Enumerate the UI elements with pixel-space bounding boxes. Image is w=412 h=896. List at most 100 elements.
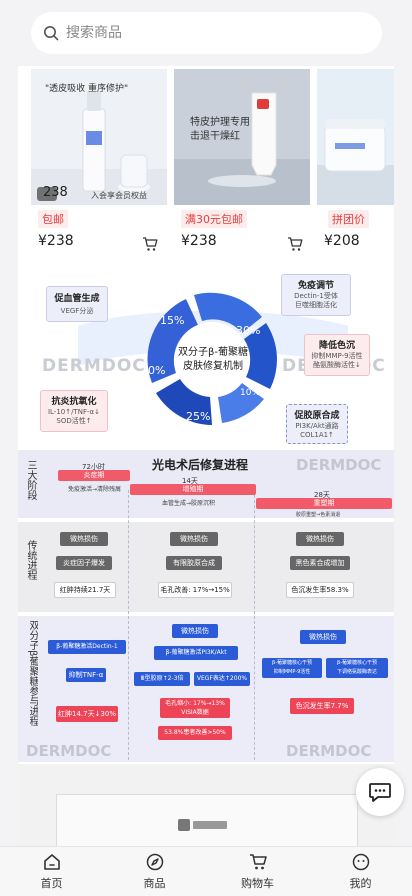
search-bar[interactable]: [31, 12, 382, 54]
box-text: PI3K/Akt通路 COL1A1↑: [295, 422, 339, 439]
product-row: "透皮吸收 重序修护" 238 入会享会员权益 包邮 ¥238 特皮护理专用 击…: [18, 66, 394, 266]
box-text: Dectin-1受体 巨噬细胞活化: [294, 292, 338, 309]
box-text: VEGF分泌: [60, 307, 94, 315]
bg-result: 红肿14.7天↓30%: [56, 706, 118, 722]
mechanism-box-antiinflammatory: 抗炎抗氧化 IL-10↑/TNF-α↓ SOD活性↑: [40, 390, 108, 432]
arc-label: 20%: [141, 364, 166, 377]
product-image[interactable]: 特皮护理专用 击退干燥红: [174, 69, 310, 205]
search-icon: [44, 26, 59, 41]
stage-bar: 炎症期: [58, 470, 130, 481]
image-caption: "透皮吸收 重序修护": [45, 84, 129, 94]
stage-desc: 免疫激活→清除残屑: [68, 486, 122, 493]
chat-bubble-icon: [369, 783, 391, 802]
watermark: DERMDOC: [296, 456, 382, 474]
process-diagram: 光电术后修复进程 DERMDOC 三大阶段 传统进程 双分子β葡聚糖参与进程 7…: [18, 450, 394, 762]
stage-name: 炎症期: [83, 471, 105, 479]
mechanism-box-pigment: 降低色沉 抑制MMP-9活性 酪氨酸酶活性↓: [304, 334, 370, 376]
watermark: DERMDOC: [286, 742, 372, 760]
stage-time: 28天: [314, 491, 330, 499]
watermark: DERMDOC: [42, 356, 146, 376]
brand-logo-icon: [178, 819, 227, 831]
stage-name: 重塑期: [313, 499, 335, 507]
box-title: 促血管生成: [54, 294, 100, 304]
product-box-image: [56, 794, 358, 846]
arc-label: 15%: [160, 314, 185, 327]
divider: [128, 490, 129, 760]
main-content: "透皮吸收 重序修护" 238 入会享会员权益 包邮 ¥238 特皮护理专用 击…: [18, 66, 394, 846]
bg-result: 53.8%患者改善>50%: [158, 726, 232, 740]
image-price: 238: [43, 185, 68, 200]
tab-label: 购物车: [241, 877, 274, 890]
search-input[interactable]: [66, 25, 346, 41]
cart-icon: [249, 854, 267, 870]
promo-tag: 拼团价: [328, 210, 369, 228]
trad-node: 有限胶原合成: [166, 556, 222, 570]
row-label: 三大阶段: [25, 460, 36, 500]
product-price: ¥208: [324, 233, 360, 249]
promo-tag: 包邮: [38, 210, 68, 228]
promo-tag: 满30元包邮: [181, 210, 247, 228]
trad-result: 色沉发生率58.3%: [286, 582, 354, 598]
add-to-cart-icon[interactable]: [287, 236, 303, 252]
box-text: 抑制MMP-9活性 酪氨酸酶活性↓: [311, 352, 363, 369]
bottom-tab-bar: 首页 商品 购物车 我的: [0, 846, 412, 896]
stage-bar: 增殖期: [130, 484, 256, 495]
product-price: ¥238: [181, 233, 217, 249]
stage-time: 14天: [182, 477, 198, 485]
trad-node: 微热损伤: [170, 532, 218, 546]
stage-name: 增殖期: [182, 485, 204, 493]
product-image[interactable]: "透皮吸收 重序修护" 238 入会享会员权益: [31, 69, 167, 205]
mechanism-box-angiogenesis: 促血管生成 VEGF分泌: [46, 286, 108, 322]
bg-node: Ⅲ型胶原↑2-3倍: [134, 672, 190, 686]
arc-label: 10%: [240, 388, 261, 398]
add-to-cart-icon[interactable]: [142, 236, 158, 252]
bg-node: β-葡聚糖核心干预 下调络氨酸酶表达: [326, 658, 388, 678]
box-text: IL-10↑/TNF-α↓ SOD活性↑: [47, 408, 101, 425]
box-title: 免疫调节: [297, 281, 334, 291]
bg-node: β-葡聚糖激活PI3K/Akt: [154, 646, 238, 660]
arc-label: 25%: [186, 410, 211, 423]
trad-node: 微热损伤: [296, 532, 344, 546]
tab-me[interactable]: 我的: [309, 847, 412, 896]
tab-home[interactable]: 首页: [0, 847, 103, 896]
trad-result: 红肿持续21.7天: [54, 582, 116, 598]
trad-node: 炎症因子爆发: [56, 556, 112, 570]
stage-time: 72小时: [82, 463, 105, 471]
image-member-text: 入会享会员权益: [91, 191, 147, 200]
bg-node: 抑制TNF-α: [66, 668, 106, 682]
arc-label: 30%: [236, 324, 261, 337]
compass-icon: [146, 853, 163, 871]
customer-service-button[interactable]: [356, 768, 404, 816]
box-title: 降低色沉: [318, 341, 355, 351]
bg-result: 色沉发生率7.7%: [290, 698, 354, 714]
tab-label: 我的: [349, 877, 372, 890]
stage-bar: 重塑期: [256, 498, 392, 509]
mechanism-box-immune: 免疫调节 Dectin-1受体 巨噬细胞活化: [281, 274, 351, 316]
trad-node: 微热损伤: [60, 532, 108, 546]
tab-label: 商品: [143, 877, 166, 890]
bg-node: 微热损伤: [172, 624, 218, 638]
bg-node: 微热损伤: [300, 630, 346, 644]
bg-node: β-葡聚糖核心干预 抑制MMP-9活性: [262, 658, 322, 678]
box-title: 抗炎抗氧化: [51, 397, 97, 407]
tab-label: 首页: [40, 877, 63, 890]
profile-icon: [352, 853, 369, 871]
bg-node: VEGF表达↑200%: [194, 672, 250, 686]
trad-node: 黑色素合成增加: [290, 556, 350, 570]
row-label: 双分子β葡聚糖参与进程: [27, 620, 38, 727]
stage-desc: 血管生成→胶原沉积: [162, 500, 216, 507]
mechanism-center-title: 双分子β-葡聚糖 皮肤修复机制: [178, 347, 248, 372]
bg-node: β-葡聚糖激活Dectin-1: [48, 640, 126, 654]
divider: [254, 490, 255, 760]
row-label: 传统进程: [25, 540, 36, 580]
next-product-image: [18, 764, 394, 846]
watermark: DERMDOC: [26, 742, 112, 760]
trad-result: 毛孔改善: 17%→15%: [158, 582, 232, 598]
tab-products[interactable]: 商品: [103, 847, 206, 896]
product-image[interactable]: [317, 69, 394, 205]
process-title: 光电术后修复进程: [152, 458, 249, 472]
tab-cart[interactable]: 购物车: [206, 847, 309, 896]
bg-result: 毛孔缩小: 17%→13% VISIA数据: [160, 698, 230, 718]
mechanism-diagram: 15% 30% 10% 25% 20% 双分子β-葡聚糖 皮肤修复机制 DERM…: [18, 266, 394, 450]
product-price: ¥238: [38, 233, 74, 249]
